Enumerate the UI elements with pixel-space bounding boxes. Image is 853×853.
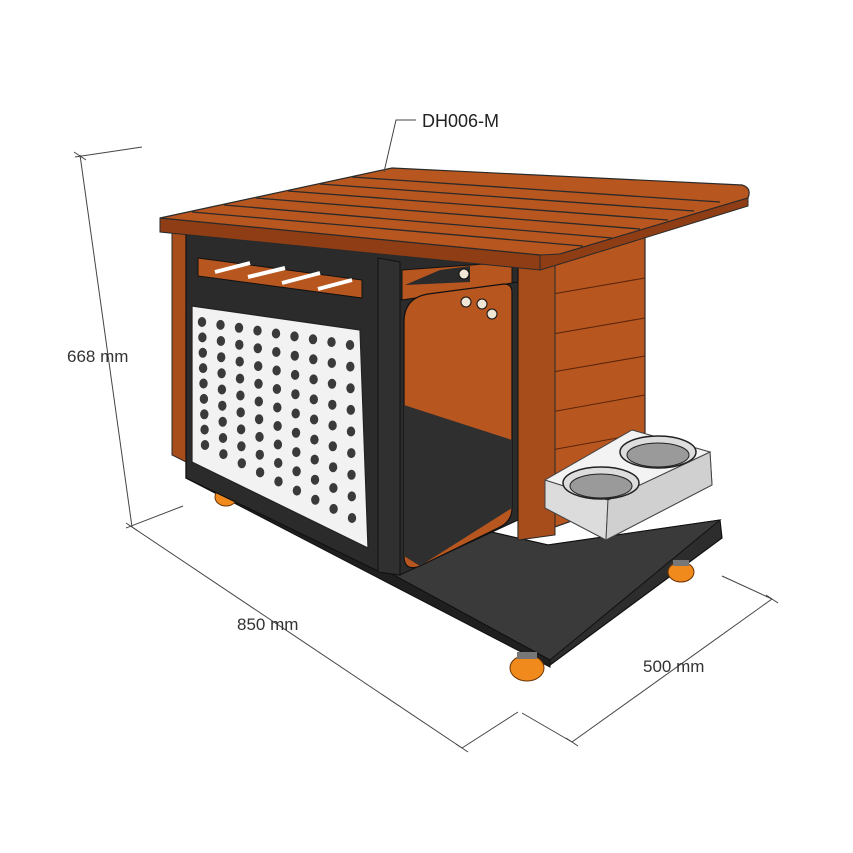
vent-hole bbox=[237, 458, 246, 469]
vent-hole bbox=[347, 491, 356, 502]
vent-hole bbox=[255, 449, 264, 460]
caster-wheel-icon bbox=[509, 652, 545, 682]
vent-hole bbox=[328, 462, 338, 473]
vent-hole bbox=[290, 369, 300, 380]
vent-hole bbox=[309, 354, 318, 365]
vent-hole bbox=[199, 378, 208, 389]
vent-hole bbox=[273, 402, 282, 413]
vent-hole bbox=[328, 399, 337, 410]
vent-hole bbox=[255, 431, 264, 442]
vent-hole bbox=[216, 336, 226, 346]
vent-hole bbox=[255, 467, 265, 478]
vent-hole bbox=[310, 434, 319, 445]
vent-hole bbox=[291, 427, 301, 438]
vent-hole bbox=[345, 340, 355, 350]
vent-hole bbox=[328, 420, 337, 431]
vent-hole bbox=[217, 352, 226, 363]
vent-hole bbox=[235, 373, 245, 384]
vent-hole bbox=[216, 319, 225, 330]
vent-hole bbox=[291, 408, 300, 419]
vent-hole bbox=[273, 421, 282, 431]
vent-hole bbox=[254, 414, 264, 425]
vent-hole bbox=[272, 347, 281, 357]
width-dimension-label: 850 mm bbox=[237, 615, 298, 634]
vent-hole bbox=[198, 332, 207, 343]
vent-hole bbox=[237, 441, 246, 452]
vent-hole bbox=[271, 328, 281, 339]
vent-hole bbox=[219, 449, 228, 460]
slatted-roof-icon bbox=[159, 167, 750, 271]
vent-hole bbox=[198, 363, 208, 374]
caster-wheel-icon bbox=[667, 560, 695, 583]
vent-hole bbox=[329, 503, 338, 514]
vent-hole bbox=[327, 337, 336, 348]
vent-hole bbox=[309, 394, 318, 405]
vent-hole bbox=[290, 350, 299, 361]
vent-hole bbox=[200, 409, 209, 420]
vent-hole bbox=[347, 448, 356, 459]
vent-hole bbox=[346, 426, 356, 437]
vent-hole bbox=[310, 454, 319, 465]
vent-hole bbox=[346, 361, 355, 372]
vent-hole bbox=[198, 347, 207, 358]
vent-hole bbox=[327, 378, 337, 389]
vent-hole bbox=[291, 389, 300, 400]
vent-hole bbox=[309, 374, 318, 385]
vent-hole bbox=[346, 404, 355, 415]
vent-hole bbox=[328, 441, 337, 452]
vent-hole bbox=[235, 356, 244, 367]
vent-hole bbox=[346, 383, 355, 394]
model-code-label: DH006-M bbox=[422, 111, 499, 131]
vent-hole bbox=[253, 325, 262, 336]
vent-hole bbox=[309, 414, 319, 425]
height-dimension-label: 668 mm bbox=[67, 347, 128, 366]
vent-hole bbox=[292, 485, 302, 496]
door-top-vent bbox=[401, 261, 513, 301]
door-opening bbox=[403, 268, 513, 569]
vent-hole bbox=[236, 424, 246, 435]
vent-hole bbox=[311, 494, 320, 505]
vent-hole bbox=[310, 474, 320, 485]
vent-hole bbox=[235, 339, 244, 350]
vent-hole bbox=[217, 384, 227, 395]
vent-hole bbox=[274, 476, 283, 487]
vent-hole bbox=[274, 458, 283, 468]
vent-hole bbox=[347, 513, 357, 523]
vent-hole bbox=[200, 440, 210, 450]
vent-hole bbox=[347, 469, 356, 480]
vent-hole bbox=[218, 433, 228, 443]
vent-hole bbox=[234, 322, 244, 333]
vent-hole bbox=[254, 396, 263, 407]
vent-hole bbox=[200, 424, 209, 435]
vent-hole bbox=[218, 400, 227, 411]
vent-hole bbox=[290, 331, 299, 342]
vent-hole bbox=[254, 361, 263, 372]
vent-hole bbox=[273, 439, 283, 450]
vent-hole bbox=[199, 393, 209, 404]
vent-hole bbox=[217, 368, 226, 379]
dimension-lines bbox=[73, 119, 779, 753]
vent-hole bbox=[292, 447, 301, 458]
vent-hole bbox=[218, 416, 227, 427]
vent-hole bbox=[327, 358, 336, 368]
vent-hole bbox=[236, 407, 245, 418]
vent-hole bbox=[236, 390, 245, 401]
vent-hole bbox=[308, 334, 318, 345]
depth-dimension-label: 500 mm bbox=[643, 657, 704, 676]
vent-hole bbox=[272, 365, 281, 376]
feeding-bowl-icon bbox=[543, 429, 713, 541]
vent-hole bbox=[254, 378, 263, 389]
vent-hole-grid bbox=[197, 317, 357, 523]
perforated-vent-panel bbox=[191, 305, 369, 549]
vent-hole bbox=[272, 384, 282, 394]
vent-hole bbox=[329, 483, 338, 493]
top-vent-slots bbox=[197, 257, 363, 299]
vent-hole bbox=[292, 466, 301, 477]
vent-hole bbox=[197, 317, 207, 327]
vent-hole bbox=[253, 343, 262, 354]
